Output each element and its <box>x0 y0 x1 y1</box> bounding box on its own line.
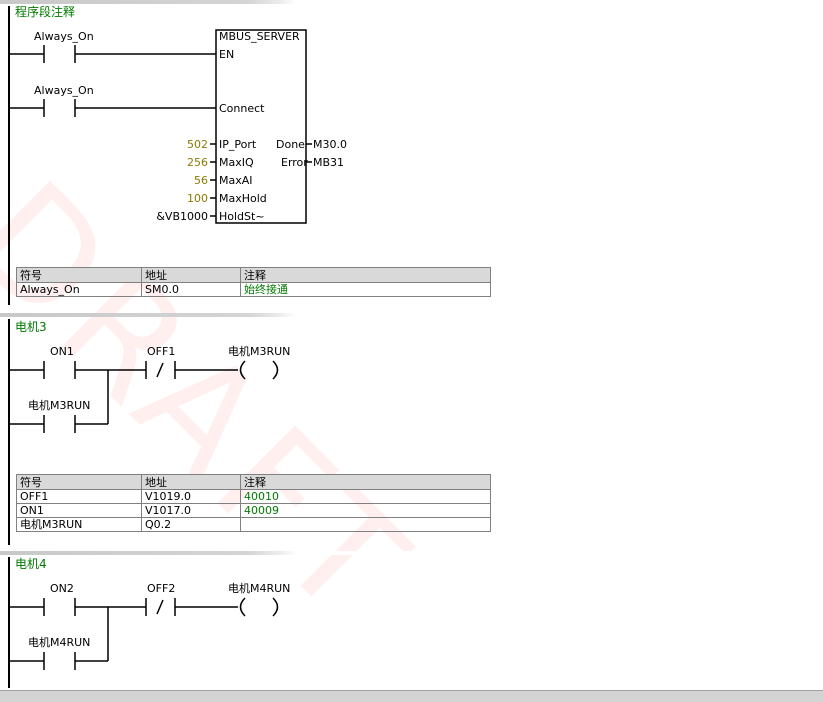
contact-m3run-parallel[interactable]: 电机M3RUN <box>28 399 91 412</box>
col-comment[interactable]: 注释 <box>240 474 491 490</box>
contact-m4run-parallel[interactable]: 电机M4RUN <box>28 636 91 649</box>
contact-on1[interactable]: ON1 <box>50 345 74 358</box>
pin-ip-port: IP_Port <box>219 138 257 151</box>
input-maxhold-value[interactable]: 100 <box>187 192 208 205</box>
contact-always-on-1[interactable]: Always_On <box>34 30 94 43</box>
table-row[interactable]: ON1 V1017.0 40009 <box>16 503 491 518</box>
cell-symbol[interactable]: ON1 <box>16 503 142 518</box>
col-symbol[interactable]: 符号 <box>16 474 142 490</box>
table-row[interactable]: 电机M3RUN Q0.2 <box>16 517 491 532</box>
output-error-value[interactable]: MB31 <box>313 156 345 169</box>
cell-comment[interactable]: 40010 <box>240 489 491 504</box>
cell-symbol[interactable]: 电机M3RUN <box>16 517 142 532</box>
power-rail-network2 <box>8 319 10 545</box>
symbol-table-network1: 符号 地址 注释 Always_On SM0.0 始终接通 <box>16 267 491 297</box>
pin-en: EN <box>219 48 235 61</box>
symbol-table-network2: 符号 地址 注释 OFF1 V1019.0 40010 ON1 V1017.0 … <box>16 474 491 532</box>
pin-error: Error <box>281 156 308 169</box>
col-address[interactable]: 地址 <box>141 267 241 283</box>
pin-maxai: MaxAI <box>219 174 253 187</box>
network2-separator <box>0 313 823 317</box>
table-header-row: 符号 地址 注释 <box>16 474 491 490</box>
pin-holdst: HoldSt~ <box>219 210 265 223</box>
power-rail-network3 <box>8 557 10 688</box>
network3-separator <box>0 551 823 555</box>
network1-separator <box>0 0 823 4</box>
contact-always-on-2[interactable]: Always_On <box>34 84 94 97</box>
cell-address[interactable]: Q0.2 <box>141 517 241 532</box>
contact-on2[interactable]: ON2 <box>50 582 74 595</box>
coil-m3run[interactable]: 电机M3RUN <box>228 345 291 358</box>
network2-comment[interactable]: 电机3 <box>15 320 47 334</box>
pin-done: Done <box>276 138 305 151</box>
col-symbol[interactable]: 符号 <box>16 267 142 283</box>
cell-symbol[interactable]: Always_On <box>16 282 142 297</box>
table-header-row: 符号 地址 注释 <box>16 267 491 283</box>
input-maxiq-value[interactable]: 256 <box>187 156 208 169</box>
power-rail-network1 <box>8 6 10 305</box>
network1-comment[interactable]: 程序段注释 <box>15 5 76 19</box>
input-holdst-value[interactable]: &VB1000 <box>156 210 208 223</box>
cell-address[interactable]: V1019.0 <box>141 489 241 504</box>
pin-connect: Connect <box>219 102 265 115</box>
input-ip-port-value[interactable]: 502 <box>187 138 208 151</box>
network3-comment[interactable]: 电机4 <box>15 557 47 571</box>
pin-maxhold: MaxHold <box>219 192 267 205</box>
cell-address[interactable]: V1017.0 <box>141 503 241 518</box>
pin-maxiq: MaxIQ <box>219 156 254 169</box>
cell-comment[interactable] <box>240 517 491 532</box>
table-row[interactable]: Always_On SM0.0 始终接通 <box>16 282 491 297</box>
cell-symbol[interactable]: OFF1 <box>16 489 142 504</box>
horizontal-scrollbar[interactable] <box>0 690 823 702</box>
coil-m4run[interactable]: 电机M4RUN <box>228 582 291 595</box>
cell-comment[interactable]: 始终接通 <box>240 282 491 297</box>
table-row[interactable]: OFF1 V1019.0 40010 <box>16 489 491 504</box>
cell-comment[interactable]: 40009 <box>240 503 491 518</box>
block-name[interactable]: MBUS_SERVER <box>219 30 300 43</box>
col-address[interactable]: 地址 <box>141 474 241 490</box>
cell-address[interactable]: SM0.0 <box>141 282 241 297</box>
output-done-value[interactable]: M30.0 <box>313 138 347 151</box>
col-comment[interactable]: 注释 <box>240 267 491 283</box>
contact-off2[interactable]: OFF2 <box>147 582 176 595</box>
input-maxai-value[interactable]: 56 <box>194 174 208 187</box>
contact-off1[interactable]: OFF1 <box>147 345 176 358</box>
